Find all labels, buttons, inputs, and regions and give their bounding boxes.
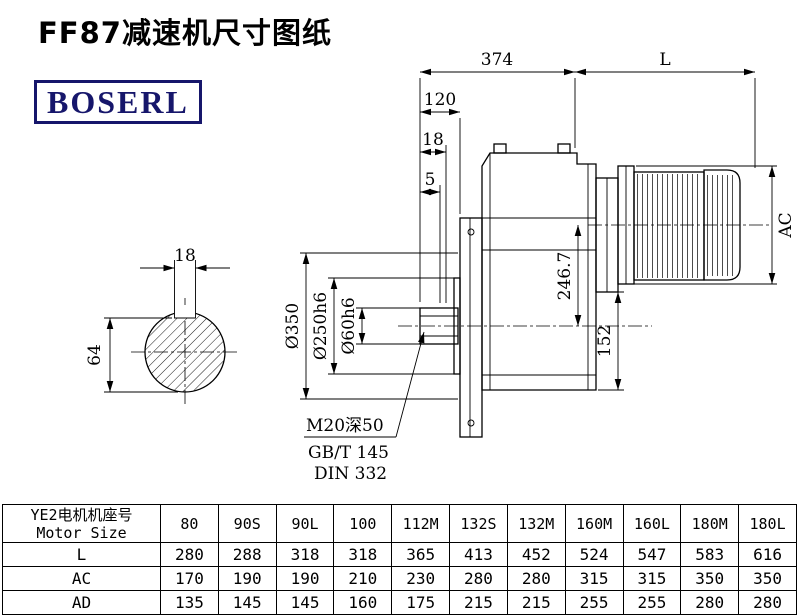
hollow-shaft <box>419 307 459 345</box>
page-title: FF87减速机尺寸图纸 <box>38 16 332 50</box>
table-cell: 280 <box>160 542 219 567</box>
motor-size-header: YE2电机机座号 Motor Size <box>2 504 161 543</box>
housing-top-bolt <box>493 143 507 154</box>
table-cell: 315 <box>564 566 624 591</box>
table-cell: 215 <box>506 590 566 615</box>
standard-din: DIN 332 <box>314 464 387 484</box>
column-header: 180L <box>738 504 797 543</box>
table-cell: 145 <box>275 590 335 615</box>
table-cell: 135 <box>160 590 219 615</box>
dim-motor-dia: AC <box>776 212 796 238</box>
table-cell: 255 <box>564 590 624 615</box>
table-cell: 190 <box>275 566 335 591</box>
column-header: 80 <box>160 504 219 543</box>
dim-bore-dia: Ø60h6 <box>339 297 359 354</box>
table-cell: 210 <box>333 566 393 591</box>
table-row: AC 170 190 190 210 230 280 280 315 315 3… <box>2 566 797 591</box>
dim-axis-distance: 246.7 <box>555 252 575 301</box>
table-cell: 350 <box>680 566 740 591</box>
dim-374: 374 <box>481 50 513 70</box>
table-cell: 524 <box>564 542 624 567</box>
table-cell: 145 <box>217 590 277 615</box>
tap-note: M20深50 <box>306 416 384 436</box>
standard-gb: GB/T 145 <box>308 443 389 463</box>
dim-18: 18 <box>422 130 444 150</box>
table-cell: 170 <box>160 566 219 591</box>
table-cell: 215 <box>449 590 508 615</box>
motor-size-table: YE2电机机座号 Motor Size 80 90S 90L 100 112M … <box>2 504 797 615</box>
shaft-cross-section: 18 64 <box>85 246 239 406</box>
shaft-section-circle <box>144 311 226 393</box>
flange-bolt-hole <box>467 419 475 427</box>
column-header: 132S <box>449 504 508 543</box>
brand-logo: BOSERL <box>34 80 202 124</box>
keyway <box>174 260 196 319</box>
table-cell: 160 <box>333 590 393 615</box>
motor-size-header-en: Motor Size <box>36 523 127 542</box>
column-header: 112M <box>391 504 451 543</box>
table-row: L 280 288 318 318 365 413 452 524 547 58… <box>2 542 797 567</box>
table-cell: 318 <box>333 542 393 567</box>
column-header: 160L <box>622 504 682 543</box>
column-header: 132M <box>506 504 566 543</box>
table-cell: 547 <box>622 542 682 567</box>
dimension-drawing: 18 64 <box>85 50 796 484</box>
dim-key-height: 64 <box>85 344 105 366</box>
brand-logo-text: BOSERL <box>47 84 189 120</box>
table-cell: 350 <box>738 566 797 591</box>
table-cell: 280 <box>738 590 797 615</box>
column-header: 90L <box>275 504 335 543</box>
thread-note: M20深50 GB/T 145 DIN 332 <box>304 331 425 484</box>
table-header-row: YE2电机机座号 Motor Size 80 90S 90L 100 112M … <box>2 504 797 543</box>
table-cell: 190 <box>217 566 277 591</box>
table-cell: 288 <box>217 542 277 567</box>
table-cell: 175 <box>391 590 451 615</box>
table-cell: 318 <box>275 542 335 567</box>
fan-cover <box>703 169 741 281</box>
column-header: 160M <box>564 504 624 543</box>
dimension-lines: 374 L 120 18 5 Ø350 Ø250h6 Ø60h6 246.7 1… <box>283 50 796 400</box>
table-cell: 315 <box>622 566 682 591</box>
table-row: AD 135 145 145 160 175 215 215 255 255 2… <box>2 590 797 615</box>
table-cell: 280 <box>506 566 566 591</box>
table-cell: 280 <box>449 566 508 591</box>
column-header: 100 <box>333 504 393 543</box>
dim-L: L <box>659 50 670 70</box>
table-cell: 583 <box>680 542 740 567</box>
motor <box>595 165 741 293</box>
row-label: L <box>2 542 161 567</box>
table-cell: 452 <box>506 542 566 567</box>
column-header: 180M <box>680 504 740 543</box>
motor-fins <box>637 174 701 278</box>
row-label: AD <box>2 590 161 615</box>
table-cell: 616 <box>738 542 797 567</box>
motor-size-header-cn: YE2电机机座号 <box>30 505 133 524</box>
fan-cover-slots <box>707 175 736 276</box>
table-cell: 255 <box>622 590 682 615</box>
column-header: 90S <box>217 504 277 543</box>
dim-key-width: 18 <box>174 246 196 266</box>
dim-spigot-dia: Ø250h6 <box>311 292 331 360</box>
housing-top-bolt <box>557 143 571 154</box>
table-cell: 365 <box>391 542 451 567</box>
table-cell: 230 <box>391 566 451 591</box>
table-cell: 413 <box>449 542 508 567</box>
flange-bolt-hole <box>467 228 475 236</box>
dim-5: 5 <box>425 170 436 190</box>
dim-152: 152 <box>595 325 615 357</box>
dim-120: 120 <box>424 90 456 110</box>
row-label: AC <box>2 566 161 591</box>
table-cell: 280 <box>680 590 740 615</box>
reducer-housing <box>481 143 597 391</box>
dim-flange-dia: Ø350 <box>283 303 303 349</box>
